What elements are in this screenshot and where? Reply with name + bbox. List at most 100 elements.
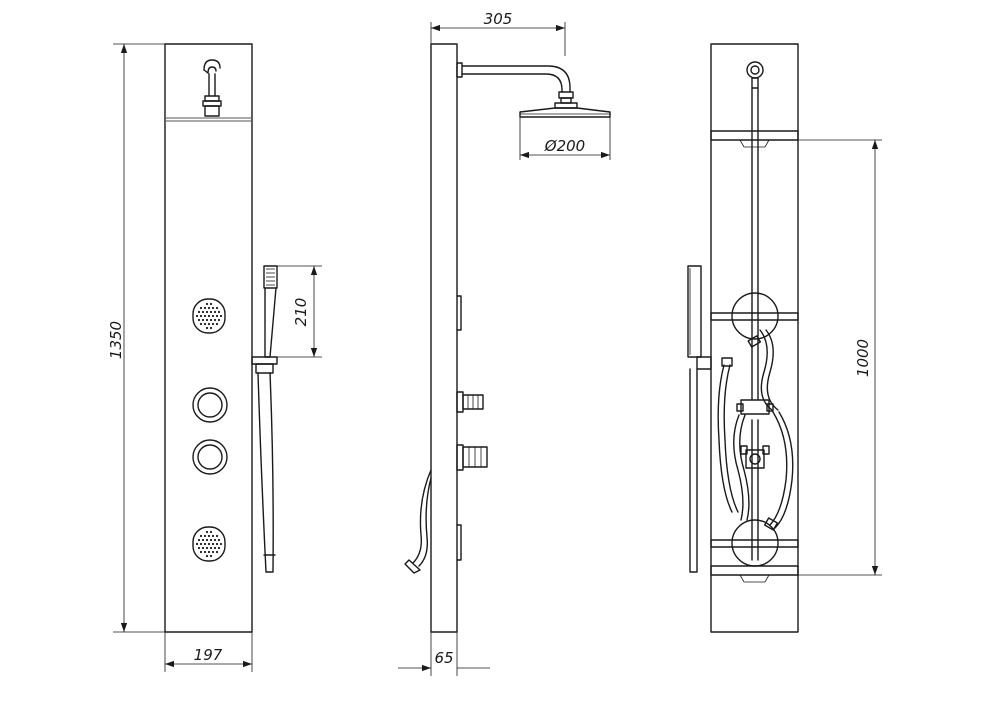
jet-nozzle (211, 322, 215, 326)
jet-nozzle (201, 310, 205, 314)
mounting-bracket-bottom (710, 565, 799, 583)
jet-nozzle (205, 538, 209, 542)
dim-label-width: 197 (194, 646, 223, 664)
jet-nozzle (199, 542, 203, 546)
jet-nozzle (213, 546, 217, 550)
mounting-bracket-middle (710, 312, 799, 321)
jet-nozzle (205, 554, 209, 558)
jet-nozzle (205, 326, 209, 330)
side-body-jets (456, 295, 462, 561)
jet-nozzle (199, 534, 203, 538)
rear-hoses (717, 329, 794, 531)
jet-nozzle (203, 322, 207, 326)
jet-nozzle (211, 314, 215, 318)
jet-nozzle (213, 318, 217, 322)
shower-head (519, 107, 611, 118)
jet-nozzle (195, 314, 199, 318)
side-panel-body (430, 43, 458, 633)
rear-view: 1000 (687, 43, 882, 633)
jet-nozzle (209, 302, 213, 306)
rear-supply-pipes (751, 87, 759, 561)
jet-nozzle (209, 318, 213, 322)
dim-label-height: 1350 (107, 321, 125, 359)
side-diverter-knob (456, 444, 488, 471)
dim-label-handshower: 210 (292, 298, 310, 327)
body-jet-bottom (192, 526, 226, 562)
jet-nozzle (207, 542, 211, 546)
dim-label-arm-reach: 305 (484, 10, 513, 28)
jet-nozzle (207, 534, 211, 538)
jet-nozzle (209, 310, 213, 314)
jet-nozzle (205, 310, 209, 314)
jet-nozzle (199, 306, 203, 310)
shower-outlet-pipe (202, 59, 222, 117)
jet-nozzle (197, 546, 201, 550)
front-view: 1350 197 210 (107, 43, 322, 672)
jet-nozzle (211, 306, 215, 310)
jet-nozzle (215, 322, 219, 326)
dimension-arm-reach: 305 (430, 10, 566, 56)
jet-nozzle (207, 322, 211, 326)
jet-nozzle (215, 542, 219, 546)
hand-shower (251, 265, 278, 573)
side-hose (404, 469, 432, 574)
jet-nozzle (205, 546, 209, 550)
jet-nozzle (203, 542, 207, 546)
dim-label-fixing-spacing: 1000 (854, 339, 872, 377)
rear-jet-housings (731, 292, 779, 567)
jet-nozzle (205, 530, 209, 534)
rear-hand-shower (687, 265, 712, 573)
jet-nozzle (201, 538, 205, 542)
dim-label-depth: 65 (434, 649, 453, 667)
jet-nozzle (203, 534, 207, 538)
side-view: 305 Ø200 65 (398, 10, 611, 676)
thermostat-knob (192, 387, 228, 423)
jet-nozzle (201, 318, 205, 322)
jet-nozzle (215, 314, 219, 318)
dimension-handshower: 210 (277, 265, 322, 358)
jet-nozzle (207, 550, 211, 554)
jet-nozzle (209, 554, 213, 558)
jet-nozzle (219, 314, 223, 318)
jet-nozzle (205, 318, 209, 322)
jet-nozzle (215, 550, 219, 554)
dim-label-head-diameter: Ø200 (544, 137, 585, 155)
shower-arm (456, 62, 578, 109)
dimension-depth: 65 (398, 632, 490, 676)
side-thermostat-knob (456, 391, 484, 413)
mounting-bracket-top (710, 130, 799, 148)
jet-nozzle (213, 538, 217, 542)
jet-nozzle (217, 318, 221, 322)
jet-nozzle (207, 306, 211, 310)
jet-nozzle (205, 302, 209, 306)
front-panel-body (164, 43, 253, 633)
jet-nozzle (213, 310, 217, 314)
dimension-fixing-spacing: 1000 (771, 139, 882, 576)
jet-nozzle (209, 530, 213, 534)
rear-valve-block (736, 399, 774, 469)
jet-nozzle (219, 542, 223, 546)
rear-top-connector (746, 61, 764, 89)
jet-nozzle (197, 538, 201, 542)
dimension-head-diameter: Ø200 (519, 117, 611, 160)
jet-nozzle (199, 550, 203, 554)
jet-nozzle (197, 310, 201, 314)
jet-nozzle (195, 542, 199, 546)
dimension-height: 1350 (107, 43, 165, 633)
jet-nozzle (209, 326, 213, 330)
body-jet-top (192, 298, 226, 334)
mounting-bracket-lower (710, 539, 799, 548)
jet-nozzle (211, 534, 215, 538)
jet-nozzle (199, 322, 203, 326)
jet-nozzle (207, 314, 211, 318)
jet-nozzle (217, 546, 221, 550)
jet-nozzle (203, 306, 207, 310)
jet-nozzle (217, 310, 221, 314)
jet-nozzle (199, 314, 203, 318)
jet-nozzle (211, 542, 215, 546)
jet-nozzle (197, 318, 201, 322)
jet-nozzle (201, 546, 205, 550)
jet-nozzle (215, 306, 219, 310)
dimension-width: 197 (164, 632, 253, 672)
